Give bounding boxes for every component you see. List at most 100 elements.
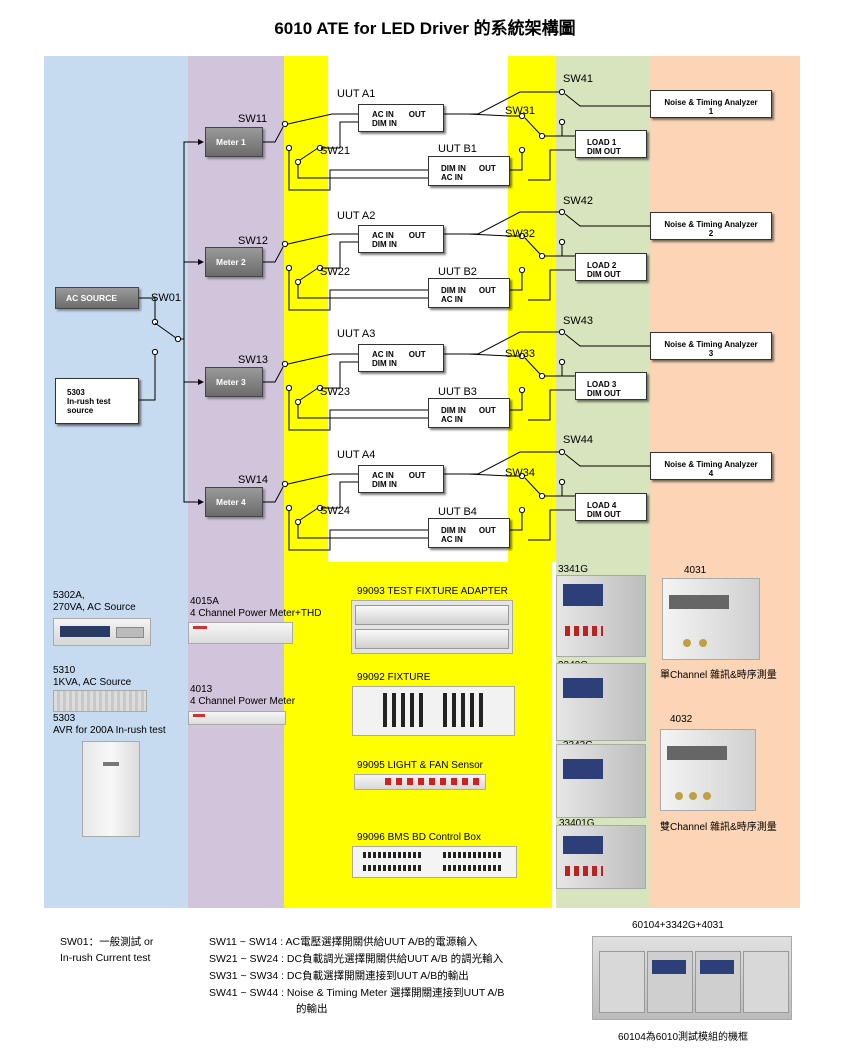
sw42-label: SW42 bbox=[563, 195, 593, 207]
e5303-image bbox=[82, 741, 140, 837]
frame-image bbox=[592, 936, 792, 1020]
load-4-title: LOAD 4 bbox=[587, 501, 617, 510]
meter-2-box[interactable]: Meter 2 bbox=[205, 247, 263, 277]
sw33-label: SW33 bbox=[505, 348, 535, 360]
meter-1-label: Meter 1 bbox=[216, 137, 246, 147]
noise-2-box[interactable]: Noise & Timing Analyzer 2 bbox=[650, 212, 772, 240]
uut-b3-acin: AC IN bbox=[441, 415, 463, 424]
load-2-title: LOAD 2 bbox=[587, 261, 617, 270]
f99095-label: 99095 LIGHT & FAN Sensor bbox=[357, 760, 483, 771]
n4031-image bbox=[662, 578, 760, 660]
uut-b4-acin: AC IN bbox=[441, 535, 463, 544]
sw23-label: SW23 bbox=[320, 386, 350, 398]
note-sw31: SW31 ~ SW34 : DC負載選擇開關連接到UUT A/B的輸出 bbox=[209, 970, 469, 982]
load-4-box[interactable]: LOAD 4 DIM OUT bbox=[575, 493, 647, 521]
e4013-image bbox=[188, 711, 286, 725]
f99093-label: 99093 TEST FIXTURE ADAPTER bbox=[357, 586, 508, 597]
noise-1-num: 1 bbox=[708, 107, 714, 116]
e5302a-image bbox=[53, 618, 151, 646]
load-2-dimout: DIM OUT bbox=[587, 270, 621, 279]
sw24-label: SW24 bbox=[320, 505, 350, 517]
note-sw11: SW11 ~ SW14 : AC電壓選擇開關供給UUT A/B的電源輸入 bbox=[209, 936, 478, 948]
sw01-label: SW01 bbox=[151, 292, 181, 304]
noise-3-num: 3 bbox=[708, 349, 714, 358]
uut-a3-dimin: DIM IN bbox=[372, 359, 397, 368]
f99092-label: 99092 FIXTURE bbox=[357, 672, 431, 683]
sw23-to-uut-a3-dim bbox=[323, 361, 358, 389]
sw12-label: SW12 bbox=[238, 235, 268, 247]
f99095-image bbox=[354, 774, 486, 790]
sw44-label: SW44 bbox=[563, 434, 593, 446]
meter-4-box[interactable]: Meter 4 bbox=[205, 487, 263, 517]
sw43-label: SW43 bbox=[563, 315, 593, 327]
uut-a2-label: UUT A2 bbox=[337, 210, 376, 222]
n4032-desc: 雙Channel 雜訊&時序測量 bbox=[660, 822, 777, 833]
noise-4-title: Noise & Timing Analyzer bbox=[664, 460, 758, 469]
noise-1-box[interactable]: Noise & Timing Analyzer 1 bbox=[650, 90, 772, 118]
meter-1-box[interactable]: Meter 1 bbox=[205, 127, 263, 157]
noise-3-title: Noise & Timing Analyzer bbox=[664, 340, 758, 349]
meter-4-label: Meter 4 bbox=[216, 497, 246, 507]
sw14-label: SW14 bbox=[238, 474, 268, 486]
inrush-source-line3: source bbox=[67, 406, 94, 415]
note-sw01: SW01：一般測試 or In-rush Current test bbox=[60, 936, 154, 964]
load-1-title: LOAD 1 bbox=[587, 138, 617, 147]
uut-a4-label: UUT A4 bbox=[337, 449, 376, 461]
uut-a1-dimin: DIM IN bbox=[372, 119, 397, 128]
n4032-image bbox=[660, 729, 756, 811]
inrush-source-line2: In-rush test bbox=[67, 397, 111, 406]
meter-2-label: Meter 2 bbox=[216, 257, 246, 267]
load-2-box[interactable]: LOAD 2 DIM OUT bbox=[575, 253, 647, 281]
load-1-dimout: DIM OUT bbox=[587, 147, 621, 156]
sw13-label: SW13 bbox=[238, 354, 268, 366]
uut-b4-label: UUT B4 bbox=[438, 506, 477, 518]
meter-3-box[interactable]: Meter 3 bbox=[205, 367, 263, 397]
uut-b2-label: UUT B2 bbox=[438, 266, 477, 278]
diagram-title: 6010 ATE for LED Driver 的系統架構圖 bbox=[274, 19, 576, 38]
load-1-box[interactable]: LOAD 1 DIM OUT bbox=[575, 130, 647, 158]
uut-a3-label: UUT A3 bbox=[337, 328, 376, 340]
sw11-label: SW11 bbox=[238, 113, 268, 125]
inrush-source-box[interactable]: 5303 In-rush test source bbox=[55, 378, 139, 424]
band-meter bbox=[188, 56, 284, 908]
noise-3-box[interactable]: Noise & Timing Analyzer 3 bbox=[650, 332, 772, 360]
load-3-box[interactable]: LOAD 3 DIM OUT bbox=[575, 372, 647, 400]
load-3-title: LOAD 3 bbox=[587, 380, 617, 389]
noise-4-box[interactable]: Noise & Timing Analyzer 4 bbox=[650, 452, 772, 480]
e4015a-image bbox=[188, 622, 293, 644]
ac-source-box[interactable]: AC SOURCE bbox=[55, 287, 139, 309]
uut-a1-label: UUT A1 bbox=[337, 88, 376, 100]
load-4-dimout: DIM OUT bbox=[587, 510, 621, 519]
sw31-label: SW31 bbox=[505, 105, 535, 117]
noise-2-title: Noise & Timing Analyzer bbox=[664, 220, 758, 229]
l3342g-image bbox=[556, 663, 646, 741]
n4031-label: 4031 bbox=[684, 565, 707, 576]
inrush-source-line1: 5303 bbox=[67, 388, 85, 397]
n4031-desc: 單Channel 雜訊&時序測量 bbox=[660, 670, 777, 681]
n4032-label: 4032 bbox=[670, 714, 693, 725]
sw34-label: SW34 bbox=[505, 467, 535, 479]
uut-a2-dimin: DIM IN bbox=[372, 240, 397, 249]
frame-desc: 60104為6010測試模組的機框 bbox=[618, 1032, 749, 1043]
band-fixture-right bbox=[508, 56, 556, 562]
uut-b2-acin: AC IN bbox=[441, 295, 463, 304]
